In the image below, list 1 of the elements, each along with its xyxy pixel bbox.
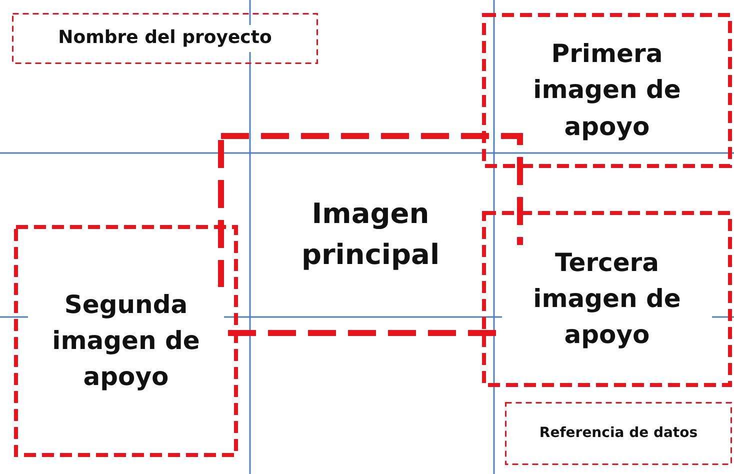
placeholder-label: Nombre del proyecto: [58, 25, 272, 52]
